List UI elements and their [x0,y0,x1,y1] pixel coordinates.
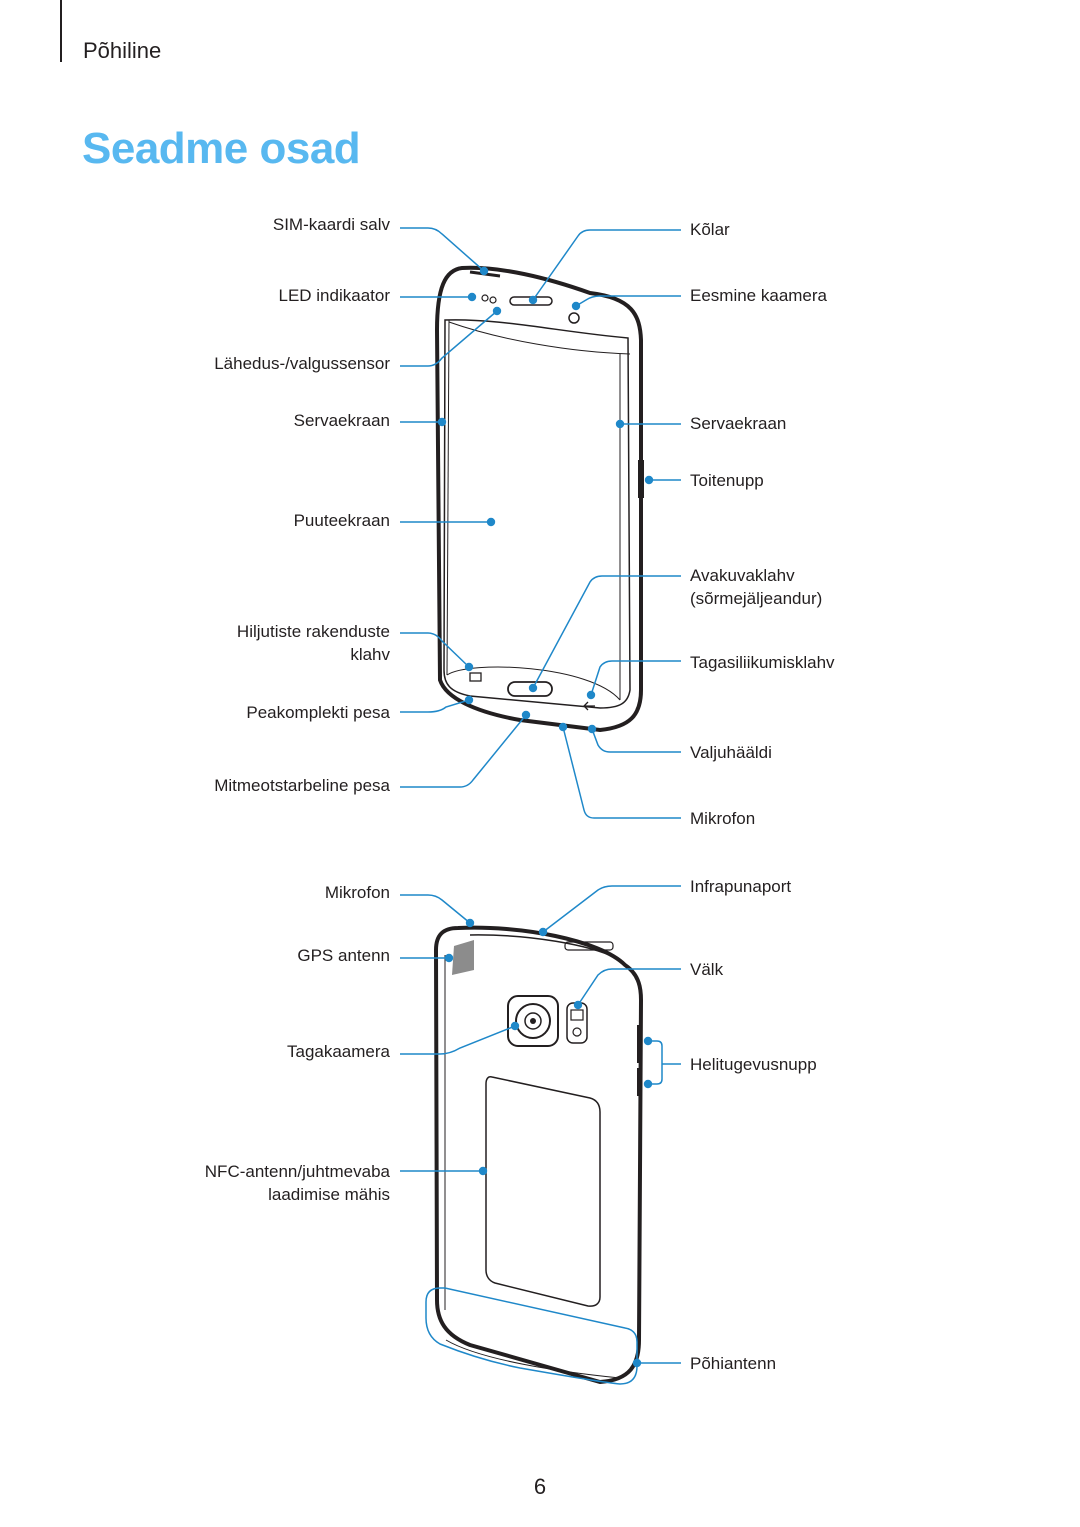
label-multipurpose-jack: Mitmeotstarbeline pesa [214,776,390,795]
label-nfc-line1: NFC-antenn/juhtmevaba [204,1162,390,1181]
label-sim-tray: SIM-kaardi salv [272,215,390,234]
front-phone [434,265,644,733]
label-ir-port: Infrapunaport [690,877,792,896]
label-headset-jack: Peakomplekti pesa [246,703,390,722]
label-recent-apps-line1: Hiljutiste rakenduste [236,622,390,641]
label-home-line1: Avakuvaklahv [690,566,795,585]
label-back-key: Tagasiliikumisklahv [690,653,835,672]
label-recent-apps-key: Hiljutiste rakenduste klahv [237,620,390,666]
label-home-line2: (sõrmejäljeandur) [690,589,823,608]
section-name: Põhiline [83,38,162,63]
label-main-antenna: Põhiantenn [690,1354,777,1373]
label-microphone-front: Mikrofon [690,809,756,828]
label-nfc-antenna: NFC-antenn/juhtmevaba laadimise mähis [205,1160,390,1206]
label-gps-antenna: GPS antenn [297,946,390,965]
label-flash: Välk [690,960,724,979]
callout-dots [437,266,654,1368]
page-title: Seadme osad [82,124,361,173]
label-front-camera: Eesmine kaamera [690,286,828,305]
label-earpiece: Kõlar [690,220,730,239]
back-phone [433,925,644,1385]
label-rear-camera: Tagakaamera [286,1042,390,1061]
label-volume-key: Helitugevusnupp [690,1055,817,1074]
label-touchscreen: Puuteekraan [293,511,390,530]
page-number: 6 [533,1474,547,1499]
label-led-indicator: LED indikaator [278,286,390,305]
callout-lines [400,227,681,1385]
label-edge-screen-left: Servaekraan [293,411,390,430]
label-proximity-sensor: Lähedus-/valgussensor [214,354,390,373]
label-edge-screen-right: Servaekraan [690,414,787,433]
label-microphone-back: Mikrofon [324,883,390,902]
header-rule [60,0,62,62]
label-home-key: Avakuvaklahv (sõrmejäljeandur) [690,564,822,610]
label-recent-apps-line2: klahv [350,645,390,664]
label-nfc-line2: laadimise mähis [268,1185,390,1204]
label-power-key: Toitenupp [690,471,764,490]
label-speaker: Valjuhääldi [690,743,772,762]
